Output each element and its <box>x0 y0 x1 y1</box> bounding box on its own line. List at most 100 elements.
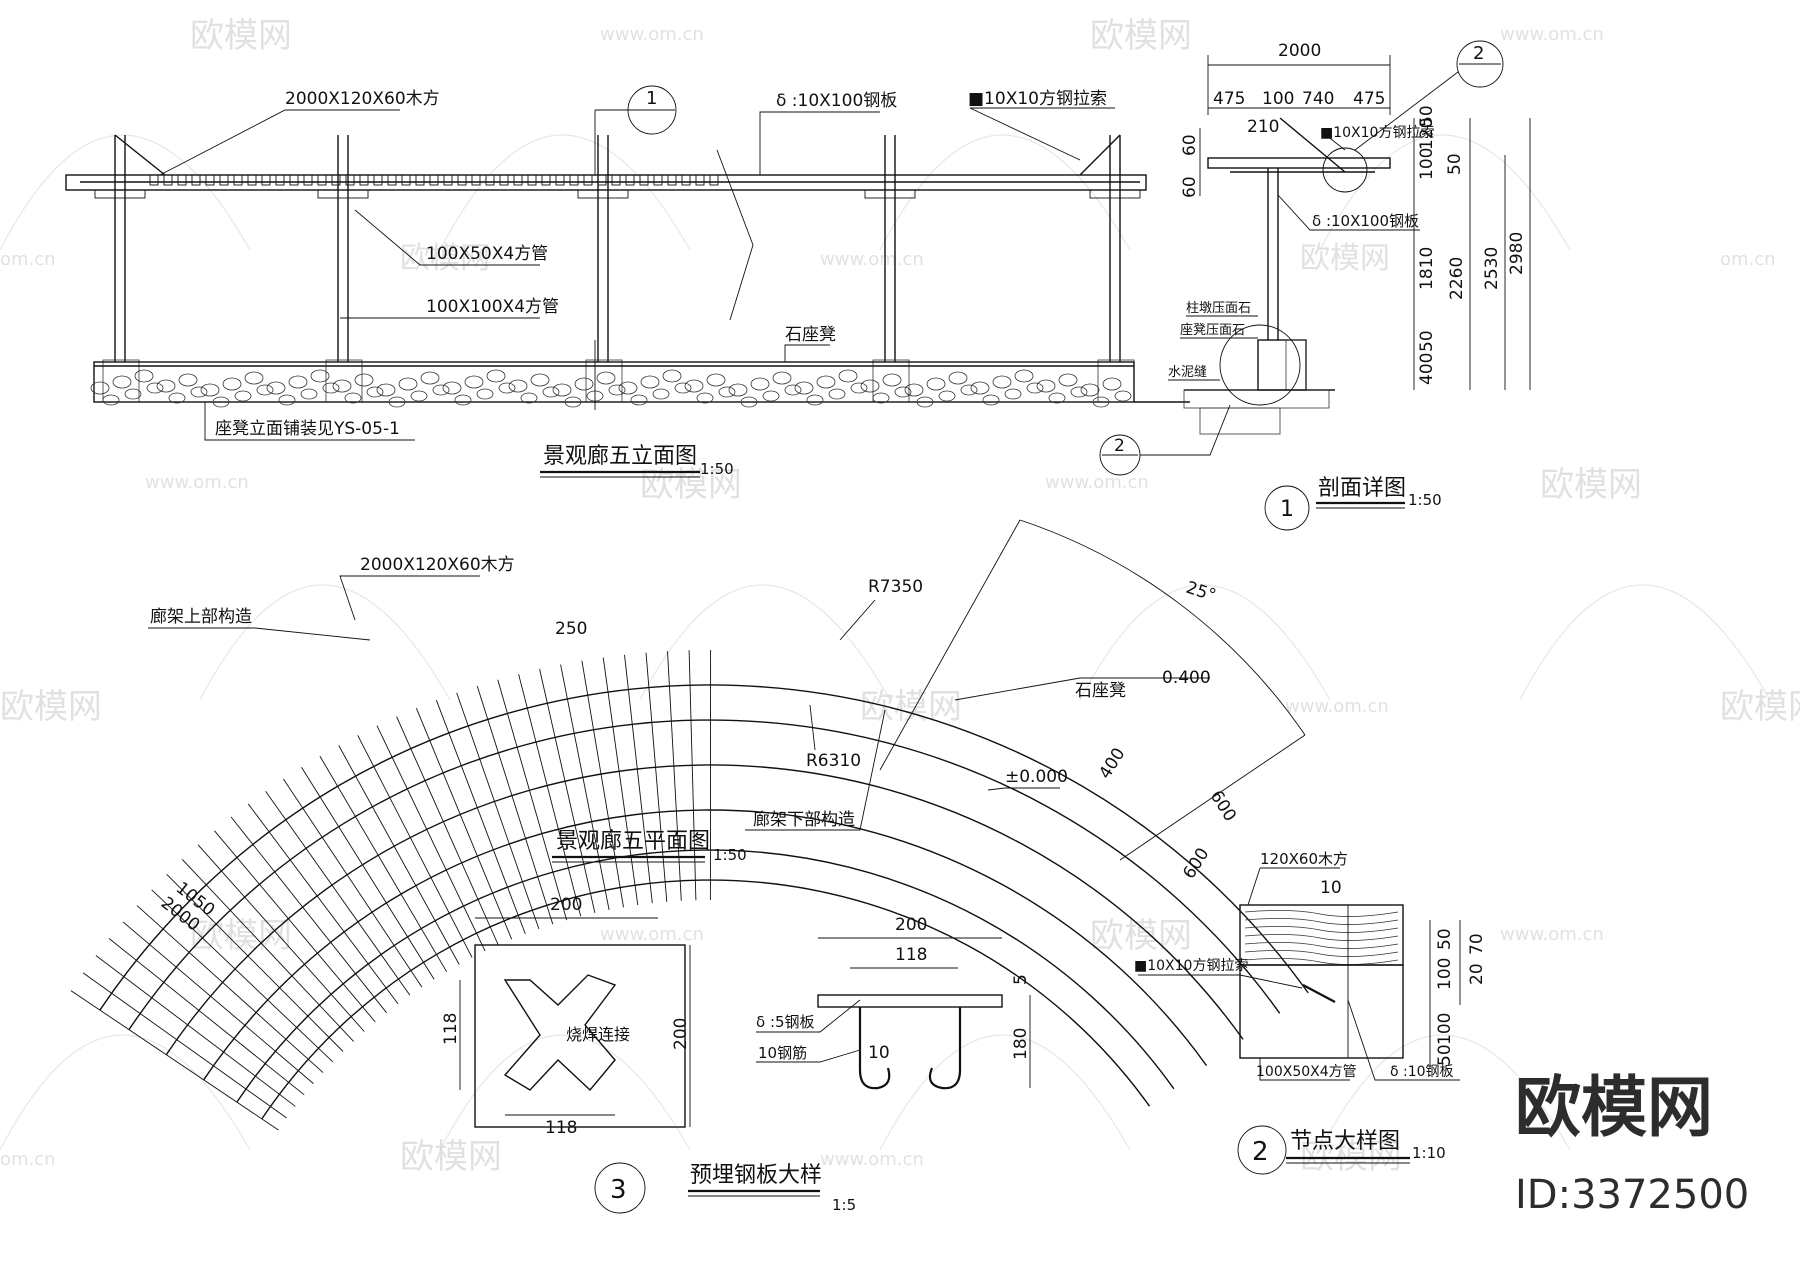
section-dim-210: 210 <box>1247 117 1279 137</box>
beam-slat <box>219 174 229 186</box>
beam-slat <box>583 174 593 186</box>
stone <box>1102 377 1122 391</box>
diagonal-brace <box>114 134 166 176</box>
bench-note-label: 座凳立面铺装见YS-05-1 <box>215 419 400 439</box>
stone <box>288 375 308 389</box>
radial-slat <box>247 803 399 1005</box>
stone <box>266 381 286 395</box>
stone <box>508 379 528 393</box>
watermark-url: www.om.cn <box>820 1149 924 1170</box>
node-number: 2 <box>1252 1137 1269 1167</box>
beam-slat <box>695 174 705 186</box>
stone <box>970 381 990 395</box>
beam-slat <box>345 174 355 186</box>
stone <box>256 384 274 396</box>
stone <box>486 369 506 383</box>
radial-slat <box>319 755 447 972</box>
callout-circle <box>1456 40 1504 88</box>
callout-number: 2 <box>1473 43 1484 64</box>
diagonal-brace <box>1079 134 1121 176</box>
angle-dim-line <box>879 519 1021 771</box>
arc-inner-2 <box>236 849 1175 1103</box>
brand-id: ID:3372500 <box>1515 1172 1749 1218</box>
arc-outer-2 <box>99 684 1309 1011</box>
section-title: 剖面详图 <box>1318 476 1406 501</box>
beam-slat <box>513 174 523 186</box>
beam-slat <box>233 174 243 186</box>
section-dim-2530: 2530 <box>1482 247 1502 290</box>
watermark-logo: 欧模网 <box>0 687 102 727</box>
stone <box>432 384 450 396</box>
watermark-logo: 欧模网 <box>1720 687 1800 727</box>
section-footing <box>1183 389 1330 409</box>
stone <box>938 390 956 402</box>
column-cap <box>94 189 146 199</box>
stone <box>960 384 978 396</box>
stone <box>190 386 208 398</box>
tube-large-label: 100X100X4方管 <box>426 297 559 317</box>
radial-slat <box>645 652 668 902</box>
stone <box>134 369 154 383</box>
hook-dim-inner: 118 <box>895 945 927 965</box>
radial-slat <box>396 716 499 946</box>
plan-arcs <box>99 684 1309 1120</box>
radial-slat <box>108 938 305 1096</box>
plate-detail: 200 118 200 118 烧焊连接 3 预埋钢板大样 1:5 <box>441 895 856 1214</box>
plate-label: δ :10X100钢板 <box>776 91 897 111</box>
node-timber-label: 120X60木方 <box>1260 850 1348 868</box>
brand-name: 欧模网 <box>1515 1069 1713 1146</box>
radial-slat <box>357 735 473 958</box>
node-plate <box>1302 984 1336 1003</box>
hook-plate-label: δ :5钢板 <box>756 1013 815 1031</box>
break-line <box>716 149 754 321</box>
section-dim-400: 400 <box>1417 353 1437 385</box>
section-beam <box>1207 157 1391 169</box>
stone <box>1036 379 1056 393</box>
stone <box>344 392 362 404</box>
node-dim-50b: 50 <box>1435 1044 1455 1066</box>
watermark-layer: 欧模网 欧模网 www.om.cn www.om.cn 欧模网 欧模网 om.c… <box>0 16 1800 1177</box>
section-bench <box>1257 339 1307 391</box>
radial-slat <box>456 692 540 930</box>
stone <box>926 377 946 391</box>
section-plate-label: δ :10X100钢板 <box>1312 212 1419 230</box>
beam-slat <box>205 174 215 186</box>
radial-slat <box>539 669 596 913</box>
radial-slat <box>151 889 334 1063</box>
radial-slat <box>376 725 486 952</box>
radial-slat <box>70 990 279 1131</box>
beam-slat <box>177 174 187 186</box>
bench-base <box>93 361 1135 403</box>
plate-leader <box>1277 194 1420 231</box>
hook-bar-left <box>858 1007 891 1090</box>
plan-upper-label: 廊架上部构造 <box>150 607 252 627</box>
bench-leader <box>784 344 830 362</box>
plate-number-circle <box>594 1162 646 1214</box>
stone <box>1004 388 1022 400</box>
stone <box>772 371 792 385</box>
plan-r-outer: R7350 <box>868 577 923 597</box>
stone <box>520 392 538 404</box>
rod-leader <box>1320 131 1346 151</box>
stone <box>212 396 230 408</box>
beam-slat <box>317 174 327 186</box>
beam-slat <box>527 174 537 186</box>
plan-slats <box>70 519 1306 1131</box>
stone <box>662 369 682 383</box>
beam-slat <box>471 174 481 186</box>
section-dim-100: 100 <box>1262 89 1294 109</box>
plan-elev-ground: ±0.000 <box>1005 767 1068 787</box>
stone <box>596 371 616 385</box>
radial-slat <box>166 873 344 1052</box>
stone <box>1058 373 1078 387</box>
stone <box>728 383 748 397</box>
section-dim-120: 120 <box>1417 118 1437 150</box>
wood-grain <box>1244 910 1399 965</box>
ground-leader <box>987 787 1060 791</box>
radial-slat <box>338 745 460 965</box>
column-cap <box>577 189 629 199</box>
section-number: 1 <box>1280 497 1294 522</box>
stone <box>706 373 726 387</box>
section-dim-740: 740 <box>1302 89 1334 109</box>
stone <box>1014 369 1034 383</box>
